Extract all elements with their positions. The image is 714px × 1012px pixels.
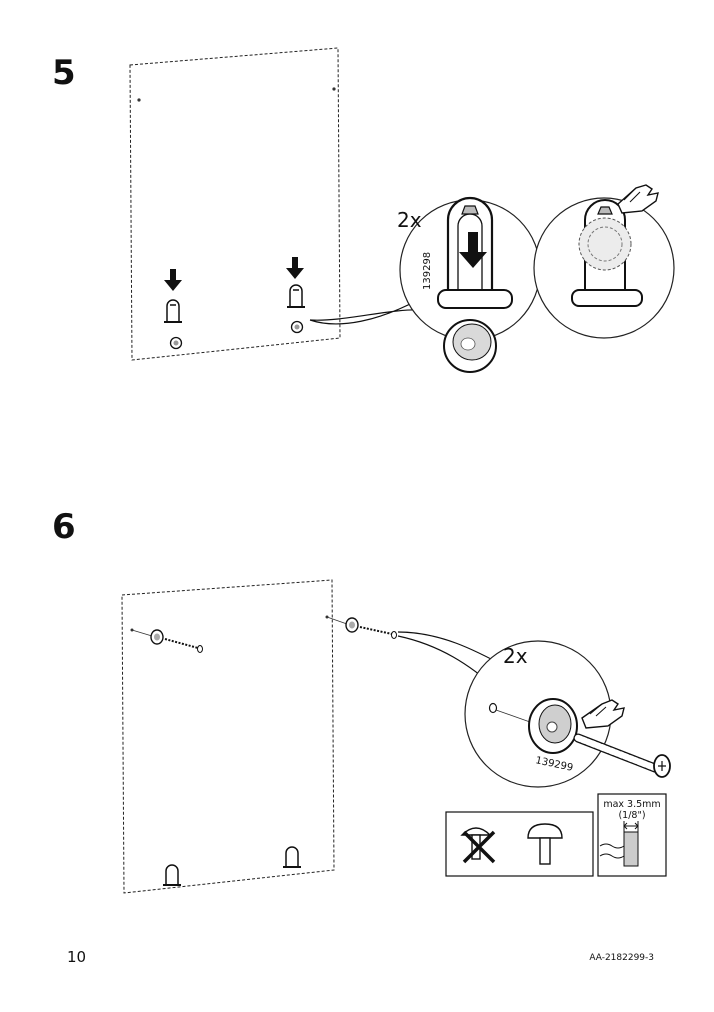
screw-icon xyxy=(164,638,203,653)
down-arrow-icon xyxy=(459,232,487,268)
mirror-panel-outline xyxy=(121,579,335,894)
hand-press-icon xyxy=(581,699,625,729)
step-5-number: 5 xyxy=(52,53,76,93)
hook-icon xyxy=(287,284,305,308)
quantity-label: 2x xyxy=(503,644,528,668)
max-distance-imperial-label: (1/8") xyxy=(618,810,645,821)
panel-hole-dot xyxy=(332,87,336,91)
screw-guide-line xyxy=(131,629,153,637)
callout-pointer xyxy=(309,299,425,325)
document-code: AA-2182299-3 xyxy=(589,953,654,963)
max-distance-label: max 3.5mm xyxy=(603,799,660,810)
hook-icon xyxy=(283,846,301,868)
page-number: 10 xyxy=(67,948,87,966)
hook-icon xyxy=(164,299,182,323)
part-number-label: 139298 xyxy=(422,252,433,290)
down-arrow-icon xyxy=(286,257,304,279)
screw-head-comparison-box xyxy=(445,811,594,877)
step-5-illustration: 2x 139298 xyxy=(129,47,675,373)
hook-icon xyxy=(163,864,181,886)
cross-icon xyxy=(462,830,496,864)
pad-icon xyxy=(169,336,183,350)
wall-hole-icon xyxy=(488,702,498,714)
adhesive-pad-icon xyxy=(443,319,497,373)
hand-press-icon xyxy=(617,184,659,214)
screw-icon xyxy=(359,626,397,639)
spacer-detail-icon xyxy=(528,698,578,754)
panel-hole-dot xyxy=(137,98,141,102)
correct-screw-head-icon xyxy=(527,823,563,865)
spacer-icon xyxy=(345,617,359,633)
spacer-icon xyxy=(150,629,164,645)
screw-guide-line xyxy=(495,709,531,723)
quantity-label: 2x xyxy=(397,208,422,232)
mirror-panel-outline xyxy=(129,47,341,361)
down-arrow-icon xyxy=(164,269,182,291)
step-6-illustration: 2x 139299 max xyxy=(121,579,671,894)
screw-guide-line xyxy=(326,616,348,625)
gap-measure-icon xyxy=(599,821,639,867)
pad-icon xyxy=(290,320,304,334)
hook-pressed-icon xyxy=(571,199,643,307)
screw-detail-icon xyxy=(573,733,671,778)
step-6-number: 6 xyxy=(52,507,76,547)
